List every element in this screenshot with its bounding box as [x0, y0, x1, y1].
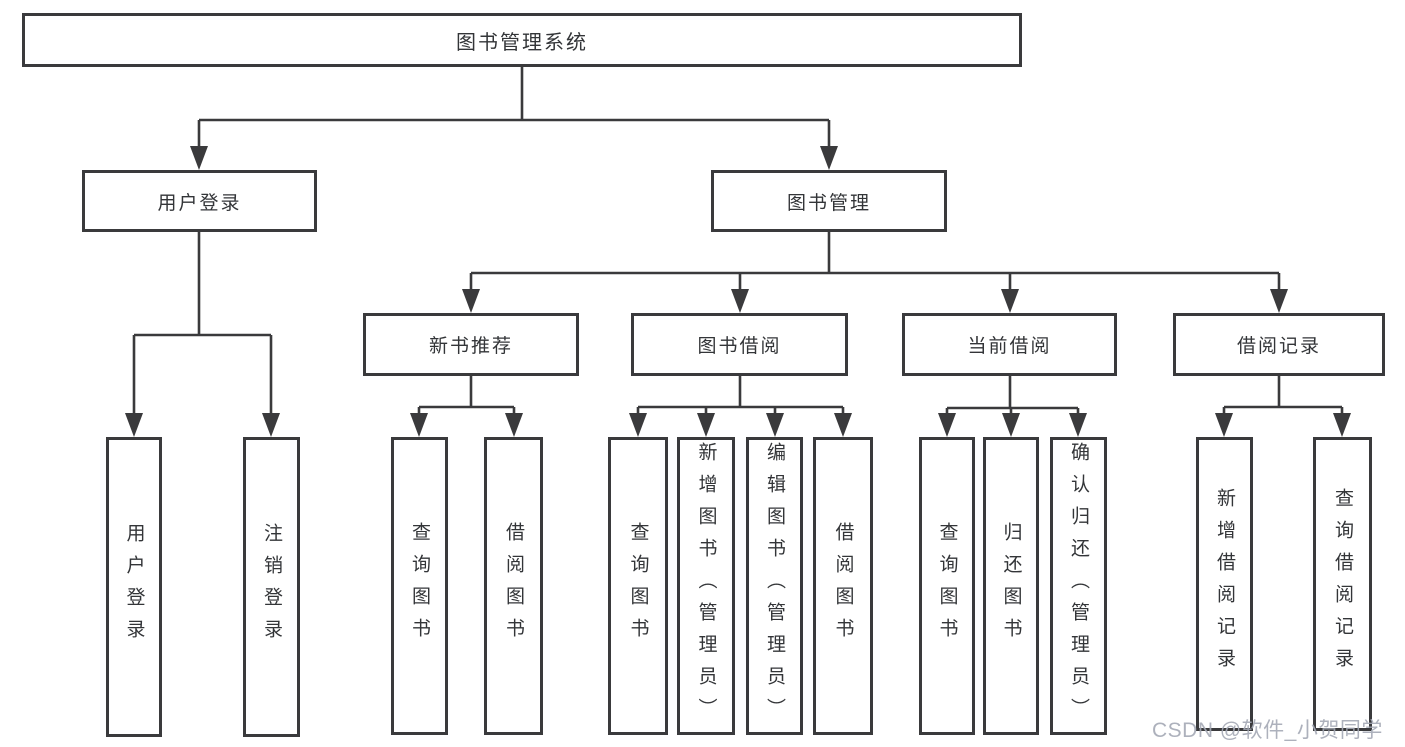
leaf-add-borrow-record: 新增借阅记录 [1196, 437, 1253, 731]
node-new-book-recommend-label: 新书推荐 [428, 336, 513, 357]
leaf-edit-books-admin-label: 编辑图书（管理员） [764, 442, 785, 730]
node-book-management-label: 图书管理 [786, 192, 871, 214]
leaf-confirm-return-admin: 确认归还（管理员） [1050, 437, 1107, 735]
node-borrow-records-label: 借阅记录 [1236, 336, 1321, 357]
node-root: 图书管理系统 [22, 13, 1022, 67]
node-current-borrow-label: 当前借阅 [967, 336, 1052, 357]
leaf-query-borrow-record-label: 查询借阅记录 [1332, 488, 1353, 680]
leaf-query-books-1-label: 查询图书 [409, 522, 430, 650]
csdn-watermark: CSDN @软件_小贺同学 [1152, 719, 1383, 742]
leaf-borrow-books-1: 借阅图书 [484, 437, 543, 735]
leaf-add-books-admin: 新增图书（管理员） [677, 437, 735, 735]
node-current-borrow: 当前借阅 [902, 313, 1117, 376]
leaf-logout-label: 注销登录 [261, 523, 282, 651]
leaf-add-borrow-record-label: 新增借阅记录 [1214, 488, 1235, 680]
arrowheads [125, 146, 1351, 437]
leaf-confirm-return-admin-label: 确认归还（管理员） [1068, 442, 1089, 730]
node-user-login: 用户登录 [82, 170, 317, 232]
leaf-add-books-admin-label: 新增图书（管理员） [695, 442, 717, 730]
leaf-logout: 注销登录 [243, 437, 300, 737]
leaf-borrow-books-1-label: 借阅图书 [503, 522, 524, 650]
node-new-book-recommend: 新书推荐 [363, 313, 579, 376]
leaf-query-books-2-label: 查询图书 [627, 522, 649, 650]
leaf-edit-books-admin: 编辑图书（管理员） [746, 437, 803, 735]
node-book-management: 图书管理 [711, 170, 947, 232]
leaf-query-books-2: 查询图书 [608, 437, 668, 735]
leaf-borrow-books-2: 借阅图书 [813, 437, 873, 735]
leaf-return-books-label: 归还图书 [1000, 522, 1022, 650]
leaf-query-borrow-record: 查询借阅记录 [1313, 437, 1372, 731]
node-book-borrow-label: 图书借阅 [697, 336, 782, 357]
leaf-user-login: 用户登录 [106, 437, 162, 737]
leaf-user-login-label: 用户登录 [123, 523, 145, 651]
node-borrow-records: 借阅记录 [1173, 313, 1385, 376]
leaf-return-books: 归还图书 [983, 437, 1039, 735]
leaf-borrow-books-2-label: 借阅图书 [832, 522, 854, 650]
node-root-label: 图书管理系统 [456, 31, 588, 54]
leaf-query-books-3: 查询图书 [919, 437, 975, 735]
node-user-login-label: 用户登录 [157, 192, 242, 214]
leaf-query-books-1: 查询图书 [391, 437, 448, 735]
node-book-borrow: 图书借阅 [631, 313, 848, 376]
leaf-query-books-3-label: 查询图书 [936, 522, 958, 650]
